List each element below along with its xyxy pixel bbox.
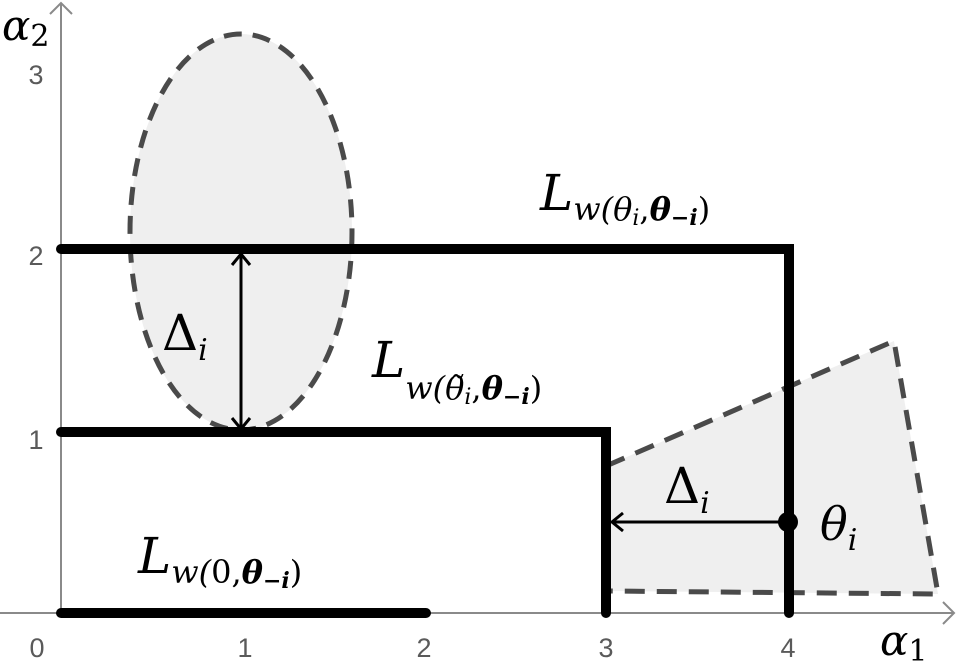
y-axis-label: α2 <box>2 1 49 54</box>
label-level-set-theta-tilde: Lw(θ̃i,θ−i) <box>371 331 542 410</box>
x-tick-1: 1 <box>237 633 252 663</box>
quadrilateral-region <box>603 337 941 597</box>
arrowhead-down-icon <box>230 417 252 432</box>
label-level-set-theta-i: Lw(θi,θ−i) <box>539 164 710 231</box>
y-tick-2: 2 <box>28 241 43 271</box>
label-delta-horizontal: Δi <box>664 457 710 521</box>
x-axis-label: α1 <box>880 616 927 668</box>
y-axis-arrowhead-icon <box>49 1 73 15</box>
y-tick-1: 1 <box>28 425 43 455</box>
level-set-theta-i-line <box>56 244 794 618</box>
level-set-theta-tilde-line <box>56 427 611 618</box>
x-tick-3: 3 <box>598 633 613 663</box>
x-tick-2: 2 <box>416 633 431 663</box>
label-delta-vertical: Δi <box>162 304 208 368</box>
x-axis-arrowhead-icon <box>942 601 956 625</box>
label-theta-i: θi <box>820 497 857 558</box>
arrowhead-up-icon <box>230 251 252 266</box>
y-tick-3: 3 <box>28 60 43 90</box>
x-tick-0: 0 <box>29 633 44 663</box>
x-tick-4: 4 <box>780 633 795 663</box>
label-level-set-zero: Lw(0,θ−i) <box>137 527 302 594</box>
theta-i-point <box>778 512 798 532</box>
arrowhead-left-icon <box>609 511 624 533</box>
